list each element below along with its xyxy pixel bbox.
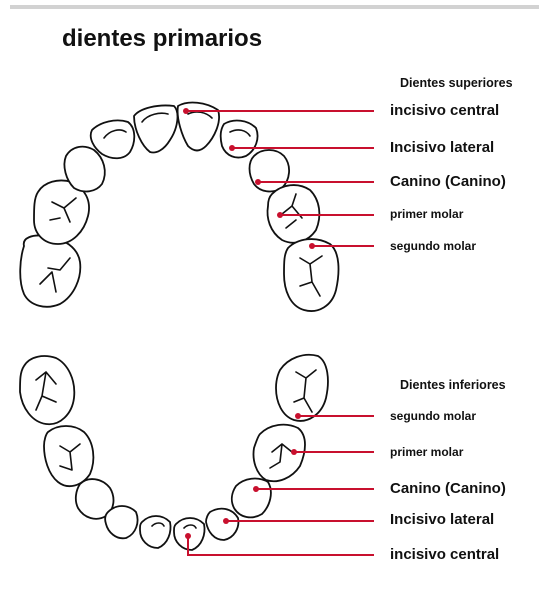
leader-dot-lower-first-molar [291, 449, 297, 455]
leader-dot-upper-canine [255, 179, 261, 185]
lower-lateral-incisor-left [206, 509, 238, 540]
lower-second-molar-right [20, 356, 74, 424]
lower-lateral-incisor-right [105, 506, 137, 538]
upper-arch [20, 103, 338, 312]
lower-central-incisor-right [140, 516, 171, 548]
upper-central-incisor-right [134, 105, 177, 152]
leader-dot-lower-second-molar [295, 413, 301, 419]
lower-section-label: Dientes inferiores [400, 378, 506, 392]
upper-second-molar-right [20, 235, 80, 306]
lower-second-molar-left [276, 355, 328, 421]
upper-first-molar-left [268, 185, 320, 243]
leader-dot-upper-central [183, 108, 189, 114]
label-upper-second-molar: segundo molar [390, 239, 476, 253]
label-lower-second-molar: segundo molar [390, 409, 476, 423]
label-lower-canine: Canino (Canino) [390, 480, 506, 497]
upper-section-label: Dientes superiores [400, 76, 513, 90]
leader-dot-lower-central [185, 533, 191, 539]
upper-canine-right [64, 147, 104, 192]
label-upper-central-incisor: incisivo central [390, 102, 499, 119]
label-lower-lateral-incisor: Incisivo lateral [390, 511, 494, 528]
leader-dot-upper-lateral [229, 145, 235, 151]
leader-dot-lower-lateral [223, 518, 229, 524]
lower-canine-left [232, 479, 271, 518]
label-upper-lateral-incisor: Incisivo lateral [390, 139, 494, 156]
leader-dot-lower-canine [253, 486, 259, 492]
upper-lateral-incisor-left [221, 121, 258, 158]
leader-dot-upper-second-molar [309, 243, 315, 249]
lower-first-molar-right [44, 426, 93, 486]
label-lower-first-molar: primer molar [390, 445, 463, 459]
label-lower-central-incisor: incisivo central [390, 546, 499, 563]
label-upper-first-molar: primer molar [390, 207, 463, 221]
leader-dot-upper-first-molar [277, 212, 283, 218]
upper-canine-left [250, 150, 290, 191]
label-upper-canine: Canino (Canino) [390, 173, 506, 190]
